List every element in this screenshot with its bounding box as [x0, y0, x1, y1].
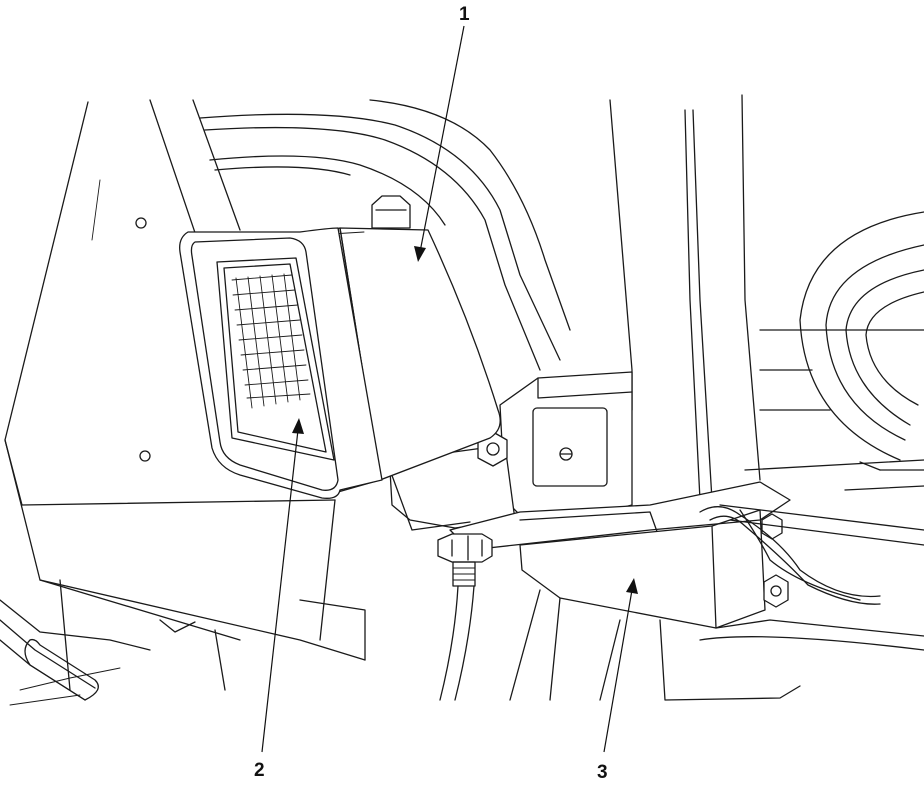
- grab-handle: [0, 599, 151, 706]
- light-cable: [439, 504, 924, 701]
- callout-3: 3: [597, 762, 608, 783]
- callout-2: 2: [254, 760, 265, 781]
- leader-2: [261, 429, 299, 753]
- arrowhead-1: [414, 246, 426, 262]
- cab-side-panel: [4, 99, 366, 691]
- callout-leaders: [261, 25, 638, 753]
- arrowhead-2: [292, 418, 304, 434]
- cab-roof-frame: [199, 99, 571, 371]
- door-frame: [609, 94, 924, 501]
- arrowhead-3: [626, 578, 638, 594]
- light-bracket: [389, 444, 924, 701]
- callout-1: 1: [459, 4, 470, 25]
- leader-3: [603, 589, 633, 753]
- work-light-lens: [179, 227, 383, 499]
- lens-grid: [231, 273, 311, 409]
- steering-wheel: [799, 211, 924, 491]
- leader-1: [419, 25, 465, 253]
- pillar-mount-plate: [499, 371, 633, 516]
